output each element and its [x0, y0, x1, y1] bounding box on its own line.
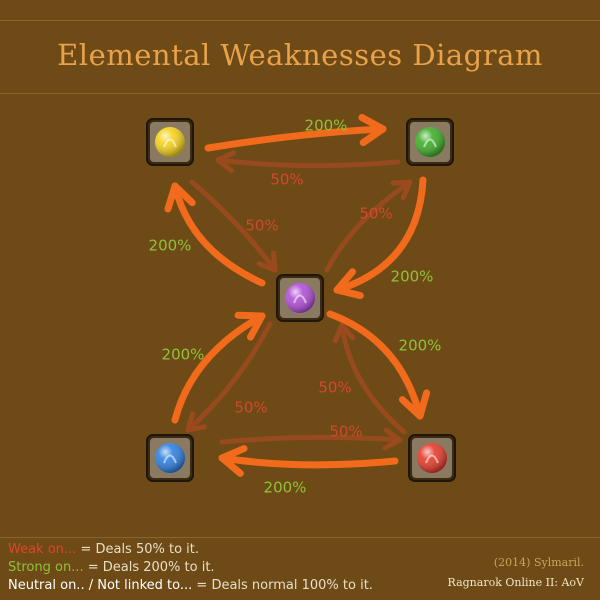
orb-glyph [163, 138, 177, 148]
legend-weak-desc: = Deals 50% to it. [76, 542, 200, 557]
legend-neutral-desc: = Deals normal 100% to it. [192, 578, 373, 593]
footer-divider [0, 537, 600, 538]
arrow-shaft [189, 179, 278, 273]
arrow-head [215, 150, 236, 174]
arrow-shaft [204, 125, 387, 152]
arrow-ghost-to-water [185, 321, 273, 433]
node-earth [146, 118, 194, 166]
title-divider [0, 93, 600, 94]
arrow-ghost-to-wind [324, 179, 413, 273]
arrow-fire-to-water [218, 445, 399, 477]
orb-glyph [163, 454, 177, 464]
orb-glyph [425, 454, 439, 464]
arrow-water-to-ghost [171, 311, 266, 424]
arrow-head [185, 411, 208, 433]
arrow-shaft [185, 321, 273, 433]
arrow-shaft [215, 157, 401, 169]
page-title: Elemental Weaknesses Diagram [57, 38, 543, 72]
legend-weak-term: Weak on... [8, 542, 77, 557]
arrow-label-wind-to-earth: 50% [270, 171, 303, 189]
legend-neutral-sep: / [84, 578, 98, 593]
arrow-wind-to-earth [215, 150, 401, 174]
arrow-ghost-to-earth [164, 182, 266, 287]
top-divider [0, 20, 600, 21]
arrow-earth-to-ghost [189, 179, 278, 273]
arrow-label-earth-to-wind: 200% [305, 117, 348, 135]
arrow-label-water-to-fire: 50% [329, 423, 362, 441]
orb-shine [155, 443, 185, 473]
arrow-label-ghost-to-earth: 200% [149, 237, 192, 255]
arrow-head [382, 427, 403, 451]
orb-glyph [293, 294, 307, 304]
arrow-water-to-fire [219, 427, 403, 451]
orb-glyph [423, 138, 437, 148]
arrow-label-ghost-to-water: 50% [234, 399, 267, 417]
orb-shine [417, 443, 447, 473]
arrow-earth-to-wind [204, 114, 387, 152]
arrow-head [398, 389, 431, 420]
orb-shine [155, 127, 185, 157]
arrow-label-wind-to-ghost: 200% [391, 268, 434, 286]
legend-strong-desc: = Deals 200% to it. [83, 560, 215, 575]
arrow-shaft [171, 312, 266, 424]
arrow-wind-to-ghost [333, 176, 427, 300]
arrow-shaft [324, 179, 413, 273]
legend-strong: Strong on... = Deals 200% to it. [8, 560, 215, 575]
legend-neutral-term: Neutral on.. [8, 578, 85, 593]
orb-shine [415, 127, 445, 157]
node-ghost [276, 274, 324, 322]
arrow-head [234, 311, 266, 341]
legend-weak: Weak on... = Deals 50% to it. [8, 542, 199, 557]
legend-strong-term: Strong on... [8, 560, 84, 575]
arrow-label-water-to-ghost: 200% [162, 346, 205, 364]
arrow-head [164, 182, 196, 213]
arrow-shaft [171, 182, 266, 287]
arrow-head [218, 445, 248, 477]
arrow-shaft [339, 322, 407, 435]
arrow-shaft [326, 310, 424, 420]
legend-neutral: Neutral on.. / Not linked to... = Deals … [8, 578, 373, 593]
credit-game: Ragnarok Online II: AoV [447, 576, 584, 589]
arrow-head [358, 114, 387, 147]
arrow-label-fire-to-water: 200% [264, 479, 307, 497]
arrow-ghost-to-fire [326, 310, 431, 420]
arrow-label-ghost-to-wind: 50% [359, 205, 392, 223]
arrow-label-ghost-to-fire: 200% [399, 337, 442, 355]
arrow-label-fire-to-ghost: 50% [318, 379, 351, 397]
arrow-shaft [333, 176, 427, 294]
orb-shine [285, 283, 315, 313]
arrow-label-earth-to-ghost: 50% [245, 217, 278, 235]
arrow-head [256, 250, 278, 273]
node-fire [408, 434, 456, 482]
node-wind [406, 118, 454, 166]
arrow-shaft [219, 434, 403, 445]
arrow-fire-to-ghost [332, 322, 407, 435]
arrow-head [333, 268, 364, 300]
credit-author: (2014) Sylmaril. [493, 556, 584, 569]
arrow-head [332, 322, 356, 344]
arrow-head [390, 179, 413, 201]
node-water [146, 434, 194, 482]
legend-notlinked-term: Not linked to... [97, 578, 193, 593]
arrow-shaft [218, 454, 399, 469]
